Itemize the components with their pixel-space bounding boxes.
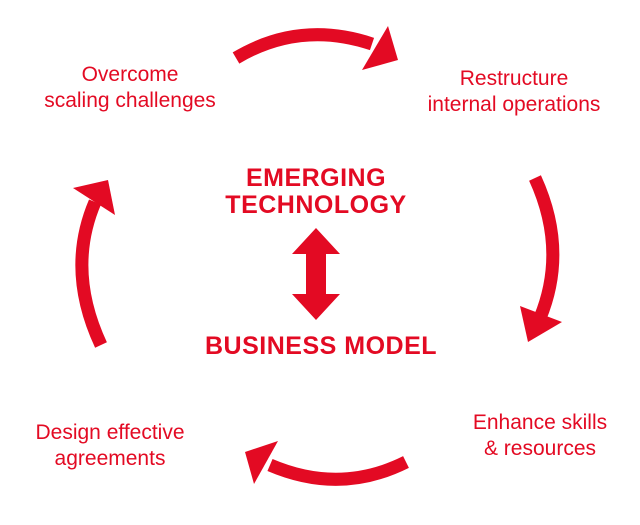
arrowhead-right (520, 306, 562, 342)
arc-right (529, 175, 560, 321)
step-top-right: Restructure internal operations (404, 66, 624, 118)
arrow-bottom-right-to-bottom-left (245, 441, 409, 486)
arrowhead-top (362, 26, 398, 70)
arrowhead-left (73, 180, 115, 215)
arrow-bottom-left-to-top-left (73, 180, 115, 348)
center-business-model: BUSINESS MODEL (196, 333, 446, 360)
step-line: Design effective (35, 421, 185, 444)
arc-top (232, 28, 375, 64)
center-line: EMERGING (245, 164, 387, 192)
step-line: Restructure (459, 67, 569, 90)
step-bottom-left: Design effective agreements (10, 420, 210, 472)
arc-bottom (267, 456, 409, 486)
center-emerging-technology: EMERGING TECHNOLOGY (216, 165, 416, 219)
center-line: BUSINESS MODEL (204, 332, 438, 360)
step-line: Overcome (81, 63, 179, 86)
double-arrow-icon (292, 228, 340, 320)
step-line: agreements (54, 447, 166, 470)
arrowhead-bottom (245, 441, 278, 484)
step-line: Enhance skills (472, 411, 608, 434)
center-line: TECHNOLOGY (225, 191, 407, 219)
step-top-left: Overcome scaling challenges (30, 62, 230, 114)
step-line: scaling challenges (44, 89, 216, 112)
step-line: & resources (483, 437, 597, 460)
arrow-top-left-to-top-right (232, 26, 398, 70)
arrow-top-right-to-bottom-right (520, 175, 562, 342)
step-line: internal operations (427, 93, 601, 116)
arc-left (75, 199, 107, 348)
step-bottom-right: Enhance skills & resources (450, 410, 630, 462)
